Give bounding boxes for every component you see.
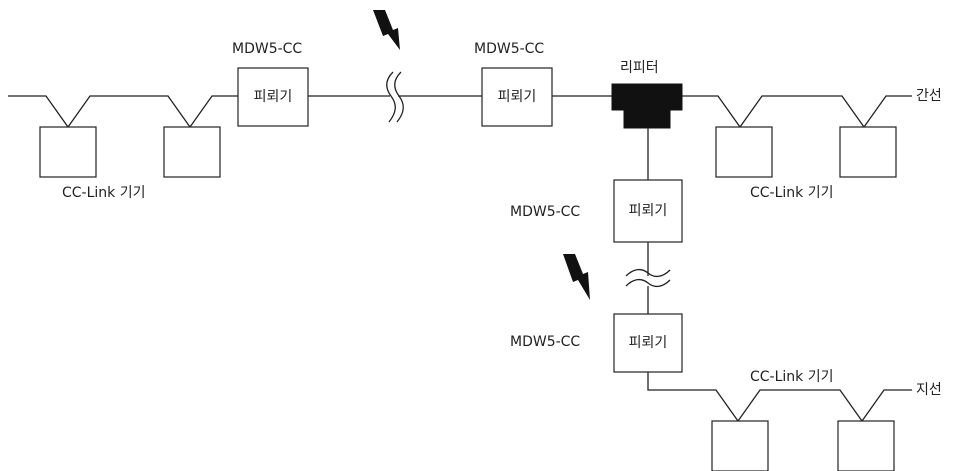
cclink-device-group-left xyxy=(39,126,221,178)
cable-break-icon xyxy=(625,268,671,288)
cclink-device-box xyxy=(39,126,97,178)
repeater-label: 리피터 xyxy=(620,60,659,76)
cclink-left-label: CC-Link 기기 xyxy=(62,185,145,201)
mdw-branch-upper-label: MDW5-CC xyxy=(510,204,580,220)
cclink-device-box xyxy=(837,420,895,471)
arrester-box-mid xyxy=(481,67,553,127)
arrester-box-left xyxy=(237,67,309,127)
mdw-branch-lower-label: MDW5-CC xyxy=(510,334,580,350)
cclink-branch-label: CC-Link 기기 xyxy=(750,369,833,385)
cclink-device-box xyxy=(711,420,769,471)
cclink-device-box xyxy=(839,126,897,178)
arrester-branch-lower-label: 피뢰기 xyxy=(629,335,668,351)
cclink-device-group-right xyxy=(715,126,897,178)
arrester-branch-upper-label: 피뢰기 xyxy=(629,203,668,219)
cclink-device-group-branch xyxy=(711,420,895,471)
arrester-box-branch-lower xyxy=(613,313,683,373)
cclink-device-box xyxy=(715,126,773,178)
lightning-bolt-icon xyxy=(563,254,590,300)
arrester-box-branch-upper xyxy=(613,179,683,243)
branch-line xyxy=(647,128,912,423)
cable-break-icon xyxy=(386,71,404,123)
cclink-device-box xyxy=(163,126,221,178)
mdw-mid-top-label: MDW5-CC xyxy=(474,41,544,57)
mdw-left-top-label: MDW5-CC xyxy=(232,41,302,57)
arrester-mid-label: 피뢰기 xyxy=(498,89,537,105)
cclink-right-label: CC-Link 기기 xyxy=(750,185,833,201)
arrester-left-label: 피뢰기 xyxy=(254,89,293,105)
branch-line-label: 지선 xyxy=(916,382,942,398)
repeater-block xyxy=(611,83,683,129)
trunk-line xyxy=(8,95,912,129)
lightning-bolt-icon xyxy=(373,10,400,50)
trunk-line-label: 간선 xyxy=(916,88,942,104)
